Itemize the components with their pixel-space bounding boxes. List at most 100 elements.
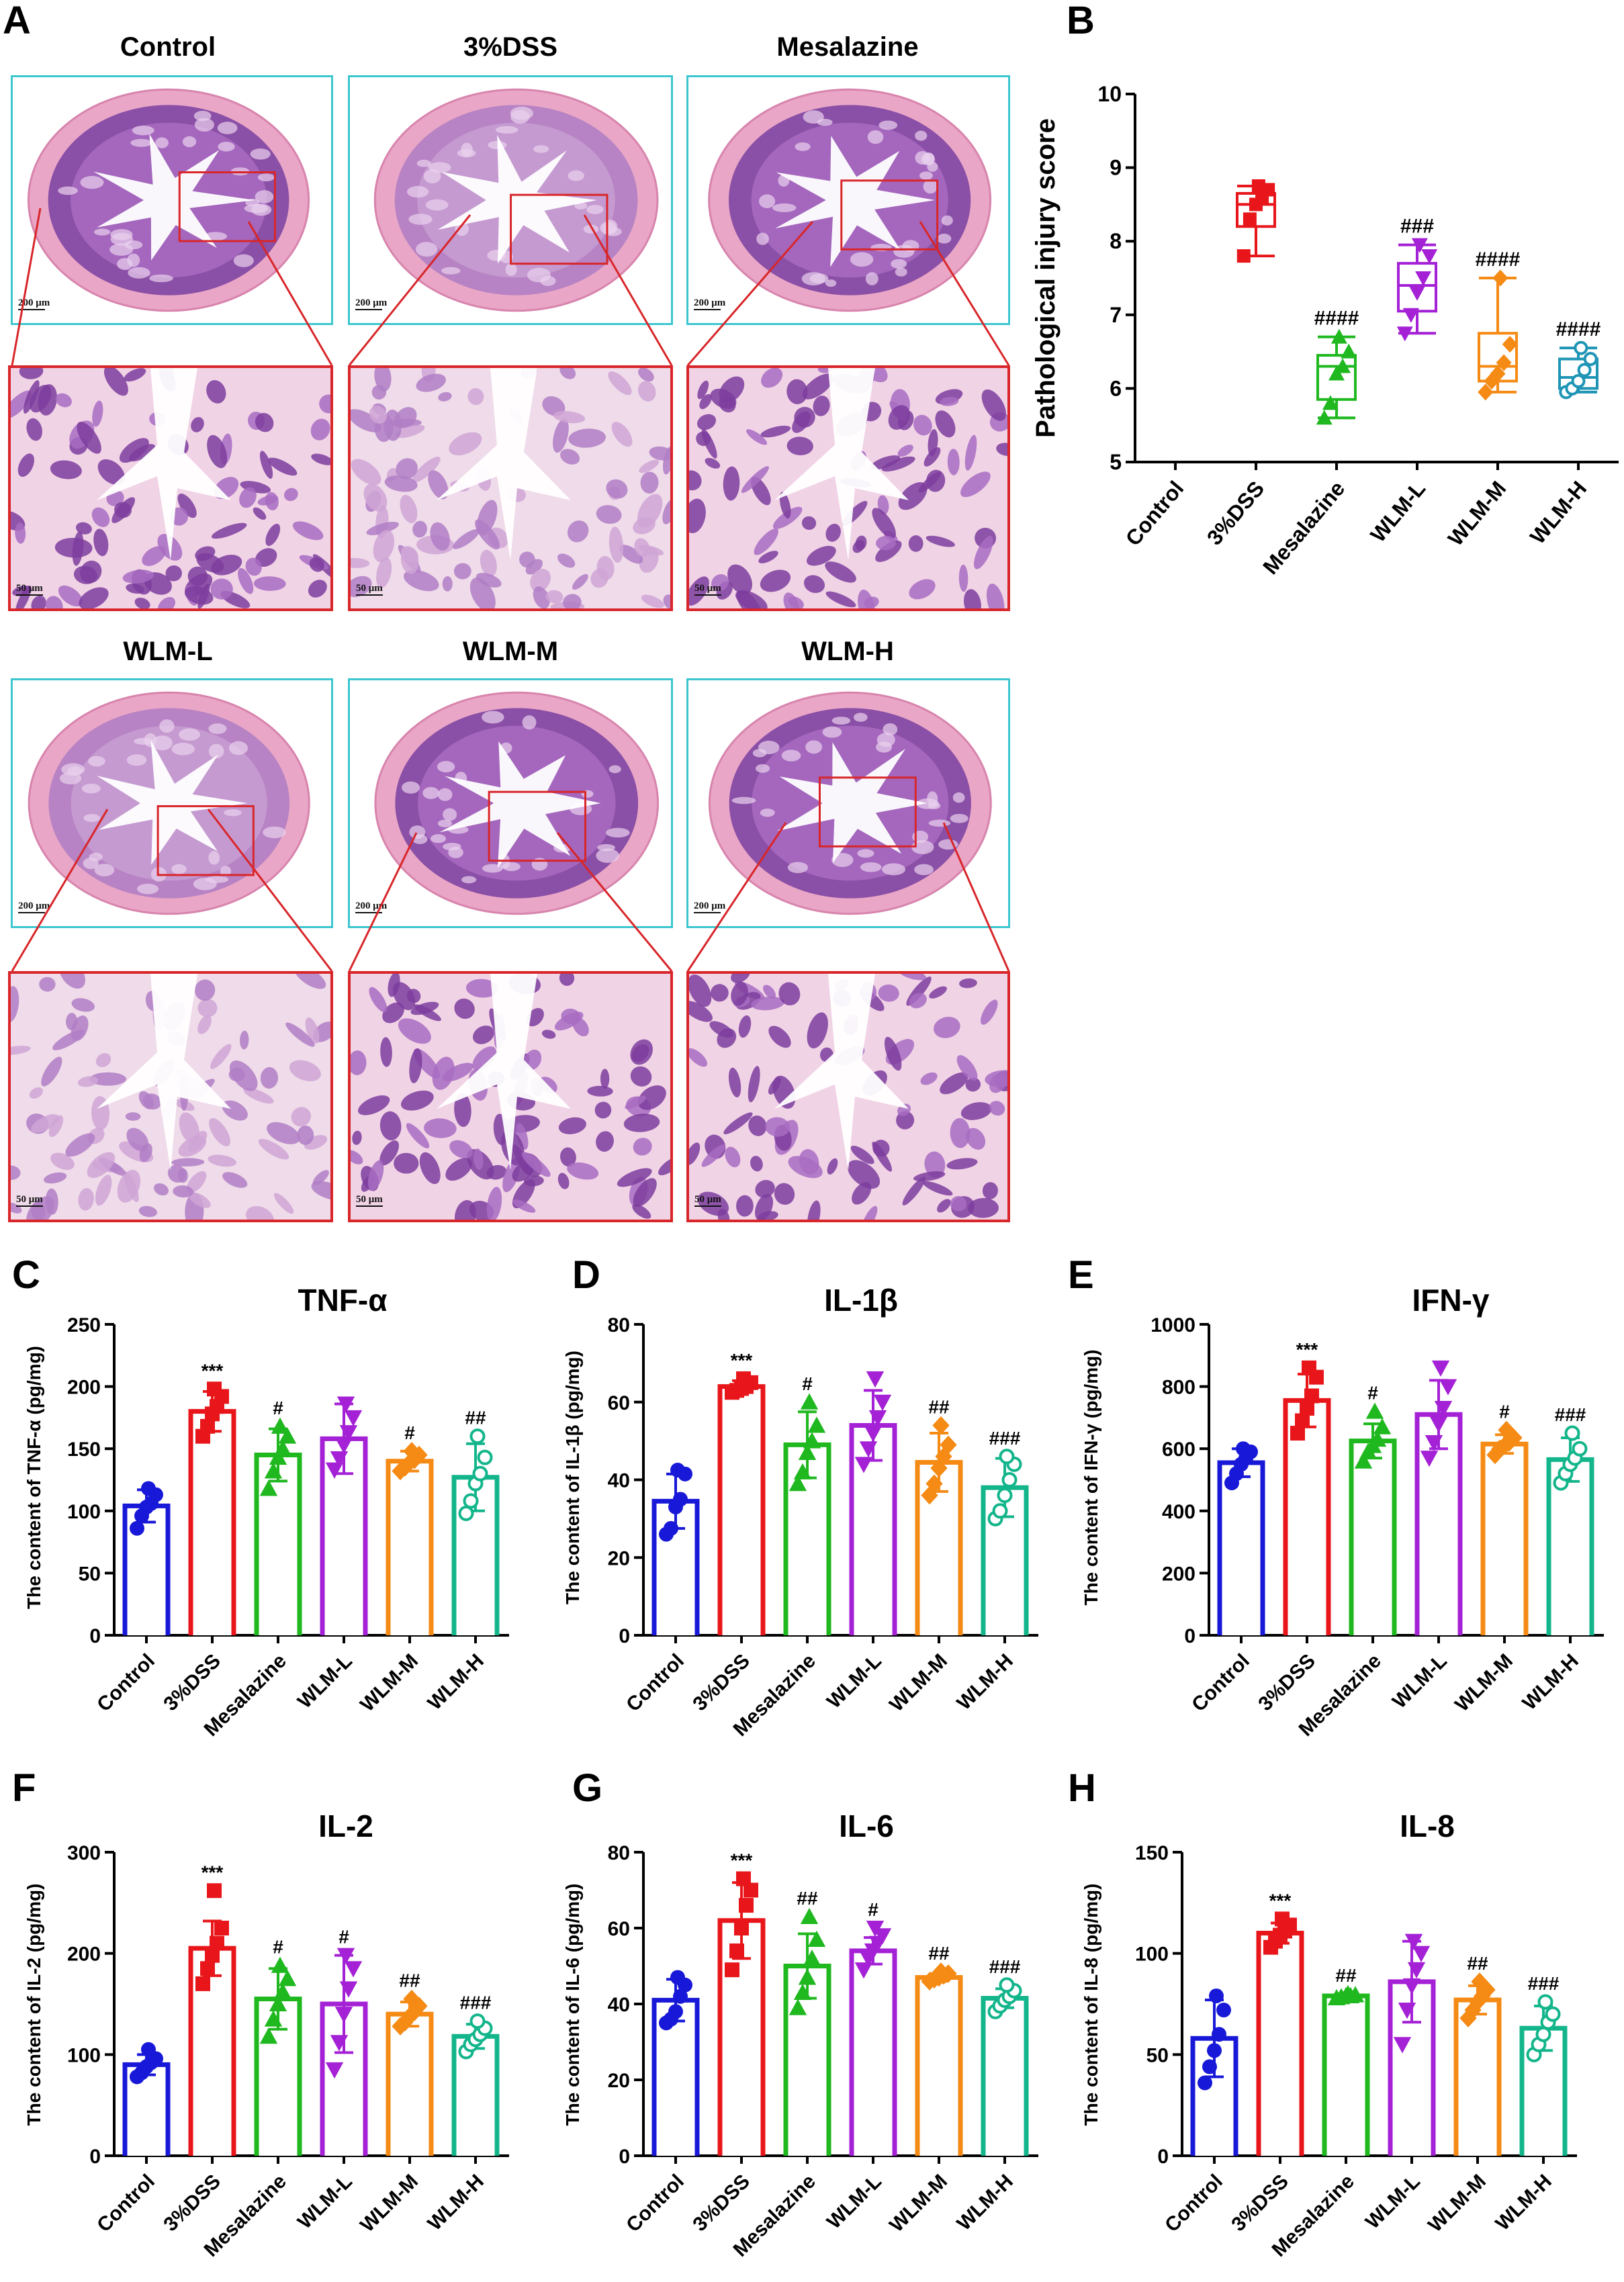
crypt (876, 733, 895, 747)
data-point (1402, 308, 1419, 323)
series-group-mesalazine: # (254, 1937, 302, 2156)
crypt (482, 711, 504, 724)
crypt (29, 1087, 43, 1099)
series-group-wlm-m: ## (915, 1943, 963, 2156)
crypt (171, 1158, 205, 1167)
crypt (559, 1147, 576, 1167)
crypt (559, 368, 576, 379)
crypt (369, 406, 388, 424)
crypt (240, 1030, 249, 1050)
x-tick-label: 3%DSS (688, 1650, 754, 1716)
data-point (1496, 354, 1512, 371)
crypt (453, 529, 480, 549)
data-point (1339, 1984, 1357, 2001)
crypt (950, 813, 968, 823)
crypt (896, 1111, 915, 1130)
crypt (902, 1177, 926, 1205)
significance-label: *** (201, 1360, 224, 1381)
y-axis-label: The content of IFN-γ (pg/mg) (1081, 1349, 1101, 1605)
crypt (606, 479, 628, 499)
data-point (1365, 1402, 1384, 1419)
series-group-wlm-l (1414, 1360, 1463, 1635)
data-point (992, 1503, 1008, 1519)
data-point (1577, 363, 1592, 377)
data-point (798, 1968, 817, 1985)
crypt (273, 1193, 294, 1214)
data-point (1354, 1452, 1373, 1469)
bar (981, 1996, 1029, 2156)
significance-label: ## (465, 1408, 486, 1428)
crypt (697, 1191, 729, 1216)
crypt (312, 1170, 329, 1185)
crypt (187, 1130, 208, 1152)
crypt (608, 765, 621, 774)
crypt (449, 432, 482, 456)
data-point (273, 1440, 292, 1457)
crypt (882, 863, 906, 876)
crypt (134, 598, 150, 608)
data-point (736, 1371, 751, 1387)
crypt (755, 764, 770, 773)
crypt (689, 470, 702, 491)
data-point (866, 1921, 885, 1937)
zoom-region-box (818, 776, 917, 848)
data-point (854, 1457, 873, 1473)
crypt (662, 499, 670, 524)
x-tick-label: Control (622, 1650, 688, 1717)
crypt (380, 1037, 392, 1067)
crypt (11, 1046, 31, 1056)
significance-label: ## (928, 1943, 950, 1964)
crypt (870, 455, 901, 470)
zoom-connector-line (686, 221, 814, 366)
crypt (736, 590, 762, 608)
crypt (559, 974, 575, 986)
crypt (442, 576, 453, 592)
crypt (50, 1152, 75, 1170)
histology-zoom-mesalazine: 50 μm (686, 365, 1010, 611)
crypt (126, 584, 144, 594)
crypt (467, 387, 484, 406)
x-tick-label: WLM-H (953, 2171, 1018, 2235)
y-tick-label: 60 (608, 1392, 630, 1414)
y-tick-label: 800 (1162, 1377, 1196, 1399)
data-point (330, 2035, 349, 2052)
data-point (1407, 1962, 1426, 1978)
crypt (50, 460, 82, 480)
data-point (670, 1970, 685, 1985)
y-tick-label: 200 (67, 1944, 101, 1966)
data-point (269, 1448, 287, 1465)
crypt (473, 1148, 484, 1170)
data-point (325, 2062, 344, 2079)
crypt (795, 142, 811, 151)
series-group-wlm-h: ### (981, 1956, 1029, 2156)
crypt (860, 862, 882, 872)
y-axis-label: The content of IL-2 (pg/mg) (24, 1884, 44, 2126)
scale-label: 200 μm (694, 298, 726, 308)
crypt (412, 520, 427, 538)
crypt (351, 409, 381, 432)
crypt (663, 594, 670, 608)
data-point (269, 1995, 287, 2011)
crypt (41, 1056, 62, 1087)
crypt (31, 1114, 59, 1133)
data-point (1243, 212, 1257, 226)
data-point (926, 1474, 943, 1494)
crypt (243, 1087, 274, 1104)
series-group-3dss: *** (717, 1850, 766, 2156)
crypt (553, 418, 569, 453)
data-point (1216, 2003, 1231, 2018)
crypt (563, 594, 582, 608)
crypt (367, 1160, 384, 1191)
crypt (568, 170, 585, 181)
series-group-3dss: *** (717, 1350, 766, 1635)
crypt (475, 519, 500, 550)
series-group-mesalazine: ## (1322, 1965, 1370, 2156)
crypt (968, 1197, 999, 1218)
x-tick-label: Control (93, 2171, 159, 2237)
crypt (217, 122, 238, 134)
crypt (228, 1067, 245, 1082)
crypt (92, 400, 103, 427)
y-tick-label: 50 (79, 1563, 101, 1585)
significance-label: ## (399, 1970, 420, 1991)
crypt (774, 1183, 795, 1205)
